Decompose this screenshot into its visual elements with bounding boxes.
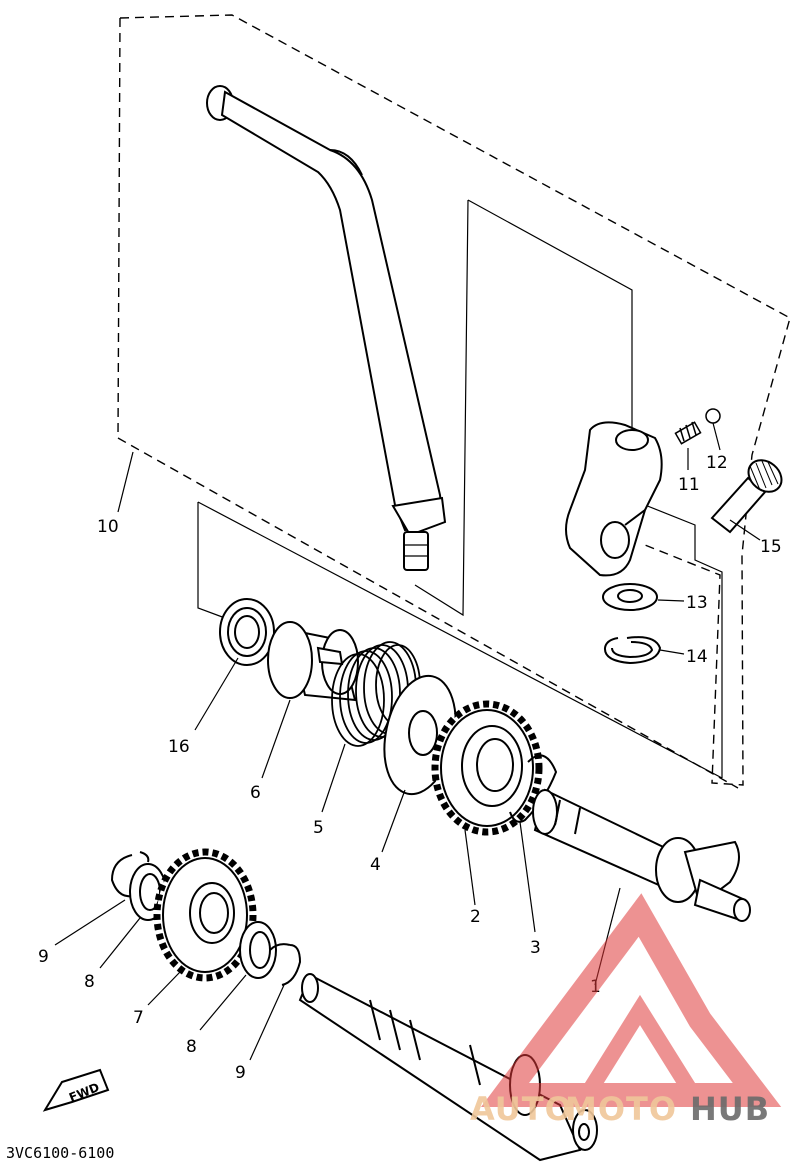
- callout-7: 7: [133, 1008, 144, 1028]
- assembly-outline-shaft: [197, 199, 723, 779]
- callout-14: 14: [686, 647, 708, 667]
- callout-4: 4: [370, 855, 381, 875]
- plain-washer: [602, 583, 658, 611]
- kick-crank-lever: [206, 85, 447, 571]
- watermark-moto: MOTO: [565, 1090, 677, 1128]
- set-screw: [674, 421, 702, 445]
- callout-8b: 8: [186, 1037, 197, 1057]
- watermark-text: AUTO MOTO HUB: [470, 1090, 770, 1128]
- callout-2: 2: [470, 907, 481, 927]
- washer-lower-right: [239, 921, 277, 979]
- callout-13: 13: [686, 593, 708, 613]
- part-code: 3VC6100-6100: [6, 1144, 114, 1162]
- callout-9a: 9: [38, 947, 49, 967]
- assembly-outline-kick-arm: [117, 14, 791, 789]
- callout-10: 10: [97, 517, 119, 537]
- callout-8a: 8: [84, 972, 95, 992]
- main-shaft: [298, 973, 598, 1162]
- fwd-arrow-icon: FWD: [42, 1068, 110, 1112]
- callout-3: 3: [530, 938, 541, 958]
- callout-16: 16: [168, 737, 190, 757]
- callout-6: 6: [250, 783, 261, 803]
- callout-11: 11: [678, 475, 700, 495]
- circlip-lower-left: [110, 851, 150, 898]
- callout-15: 15: [760, 537, 782, 557]
- callout-labels: 1 2 3 4 5 6 7 8 8 9 9 10 11 12 13 14 15 …: [38, 453, 782, 1083]
- callout-12: 12: [706, 453, 728, 473]
- bearing: [219, 598, 275, 666]
- kick-boss: [565, 421, 663, 577]
- kick-axle: [532, 788, 751, 922]
- watermark-hub: HUB: [690, 1090, 770, 1128]
- kick-gear: [431, 700, 543, 836]
- watermark-auto: AUTO: [470, 1090, 573, 1128]
- watermark-logo: [481, 893, 782, 1107]
- callout-9b: 9: [235, 1063, 246, 1083]
- callout-5: 5: [313, 818, 324, 838]
- circlip: [603, 636, 662, 665]
- circlip-lower-right: [269, 943, 302, 986]
- idle-gear: [153, 848, 257, 982]
- steel-ball: [705, 408, 721, 424]
- knurled-bolt: [710, 459, 783, 534]
